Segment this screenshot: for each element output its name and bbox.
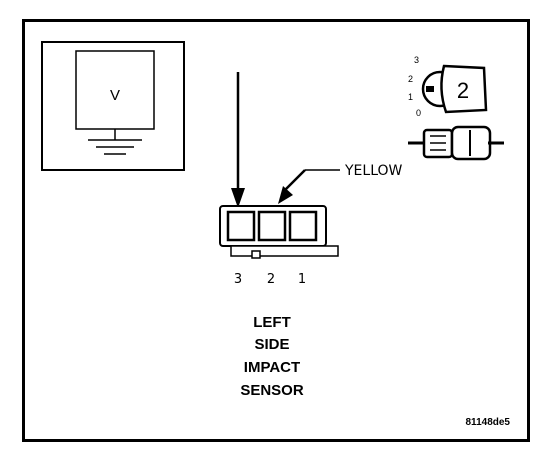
ignition-key-icon: 3 2 1 0 2 [408, 55, 488, 118]
component-title: LEFT SIDE IMPACT SENSOR [240, 314, 304, 399]
figure-code: 81148de5 [466, 417, 511, 428]
title-line-4: SENSOR [240, 382, 304, 399]
title-line-2: SIDE [254, 336, 289, 353]
key-position-2: 2 [408, 74, 413, 84]
title-line-1: LEFT [253, 314, 291, 331]
pin-2-cavity [257, 210, 287, 242]
pin-1-cavity [288, 210, 318, 242]
yellow-wire-pointer [278, 169, 340, 204]
key-position-0: 0 [416, 108, 421, 118]
title-line-3: IMPACT [244, 359, 300, 376]
pin-3-cavity [226, 210, 256, 242]
key-number: 2 [457, 78, 469, 103]
meter-symbol: V [110, 87, 120, 104]
pin-label-1: 1 [298, 272, 306, 287]
probe-arrow [231, 72, 245, 208]
pin-label-2: 2 [267, 272, 275, 287]
voltmeter-icon: V [41, 41, 185, 171]
sensor-connector [219, 205, 339, 259]
key-position-1: 1 [408, 92, 413, 102]
wire-color-label: YELLOW [344, 163, 403, 179]
pin-label-3: 3 [234, 272, 242, 287]
connector-plug-icon [408, 125, 504, 161]
key-position-3: 3 [414, 55, 419, 65]
